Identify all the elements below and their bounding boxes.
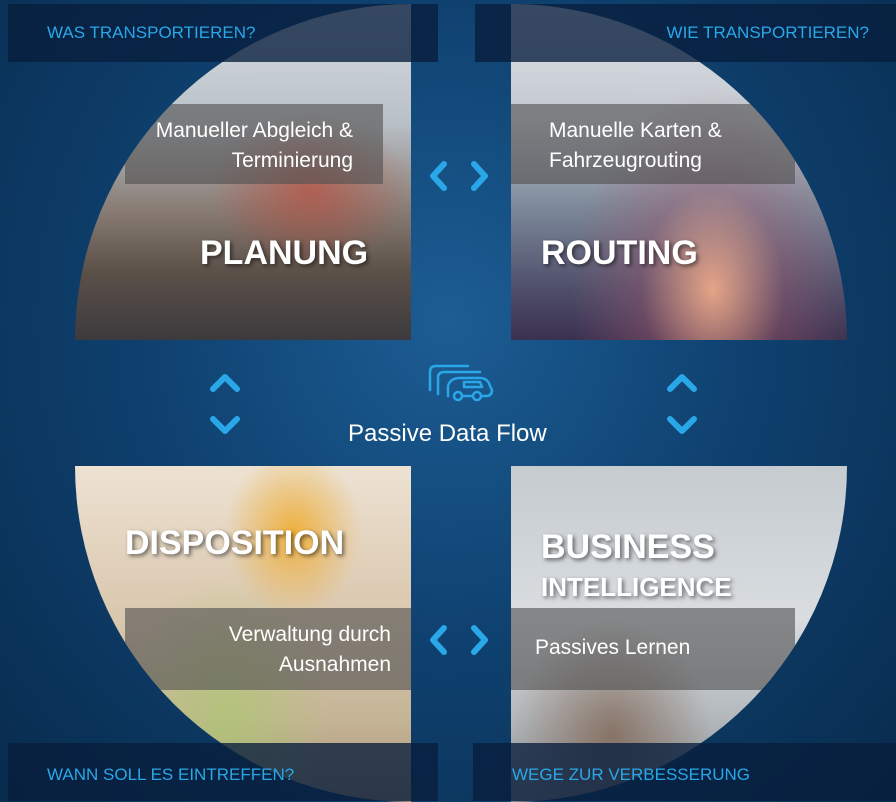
- routing-title: ROUTING: [541, 234, 698, 272]
- planung-title: PLANUNG: [200, 234, 369, 272]
- chevron-right-icon: [470, 624, 490, 656]
- passive-data-flow-caption: Passive Data Flow: [348, 420, 547, 447]
- corner-top-right-label: WIE TRANSPORTIEREN?: [666, 23, 869, 42]
- chevron-down-icon: [208, 414, 242, 436]
- chevron-up-icon: [208, 372, 242, 394]
- planung-desc-line1: Manueller Abgleich &: [155, 119, 353, 142]
- routing-desc-line2: Fahrzeugrouting: [549, 149, 702, 172]
- disposition-desc-line2: Ausnahmen: [278, 653, 391, 676]
- disposition-desc-line1: Verwaltung durch: [228, 623, 391, 646]
- chevron-left-icon: [428, 624, 448, 656]
- disposition-description: Verwaltung durch Ausnahmen: [125, 608, 411, 690]
- bi-desc-line: Passives Lernen: [535, 636, 691, 659]
- chevron-up-icon: [665, 372, 699, 394]
- bi-description: Passives Lernen: [511, 608, 795, 690]
- corner-bottom-left: WANN SOLL ES EINTREFFEN?: [8, 743, 438, 801]
- corner-bottom-right-label: WEGE ZUR VERBESSERUNG: [512, 765, 751, 784]
- planung-description: Manueller Abgleich & Terminierung: [125, 104, 383, 184]
- bi-title-line2: INTELLIGENCE: [541, 572, 732, 602]
- corner-bottom-left-label: WANN SOLL ES EINTREFFEN?: [47, 765, 295, 784]
- corner-bottom-right: WEGE ZUR VERBESSERUNG: [473, 743, 896, 801]
- disposition-title: DISPOSITION: [125, 524, 345, 562]
- chevron-left-icon: [428, 160, 448, 192]
- corner-top-right: WIE TRANSPORTIEREN?: [475, 4, 896, 62]
- vehicles-icon: [424, 360, 496, 402]
- chevron-right-icon: [470, 160, 490, 192]
- routing-description: Manuelle Karten & Fahrzeugrouting: [511, 104, 795, 184]
- corner-top-left: WAS TRANSPORTIEREN?: [8, 4, 438, 62]
- routing-desc-line1: Manuelle Karten &: [549, 119, 722, 142]
- planung-desc-line2: Terminierung: [231, 149, 353, 172]
- chevron-down-icon: [665, 414, 699, 436]
- bi-title-line1: BUSINESS: [541, 528, 715, 566]
- corner-top-left-label: WAS TRANSPORTIEREN?: [47, 23, 256, 42]
